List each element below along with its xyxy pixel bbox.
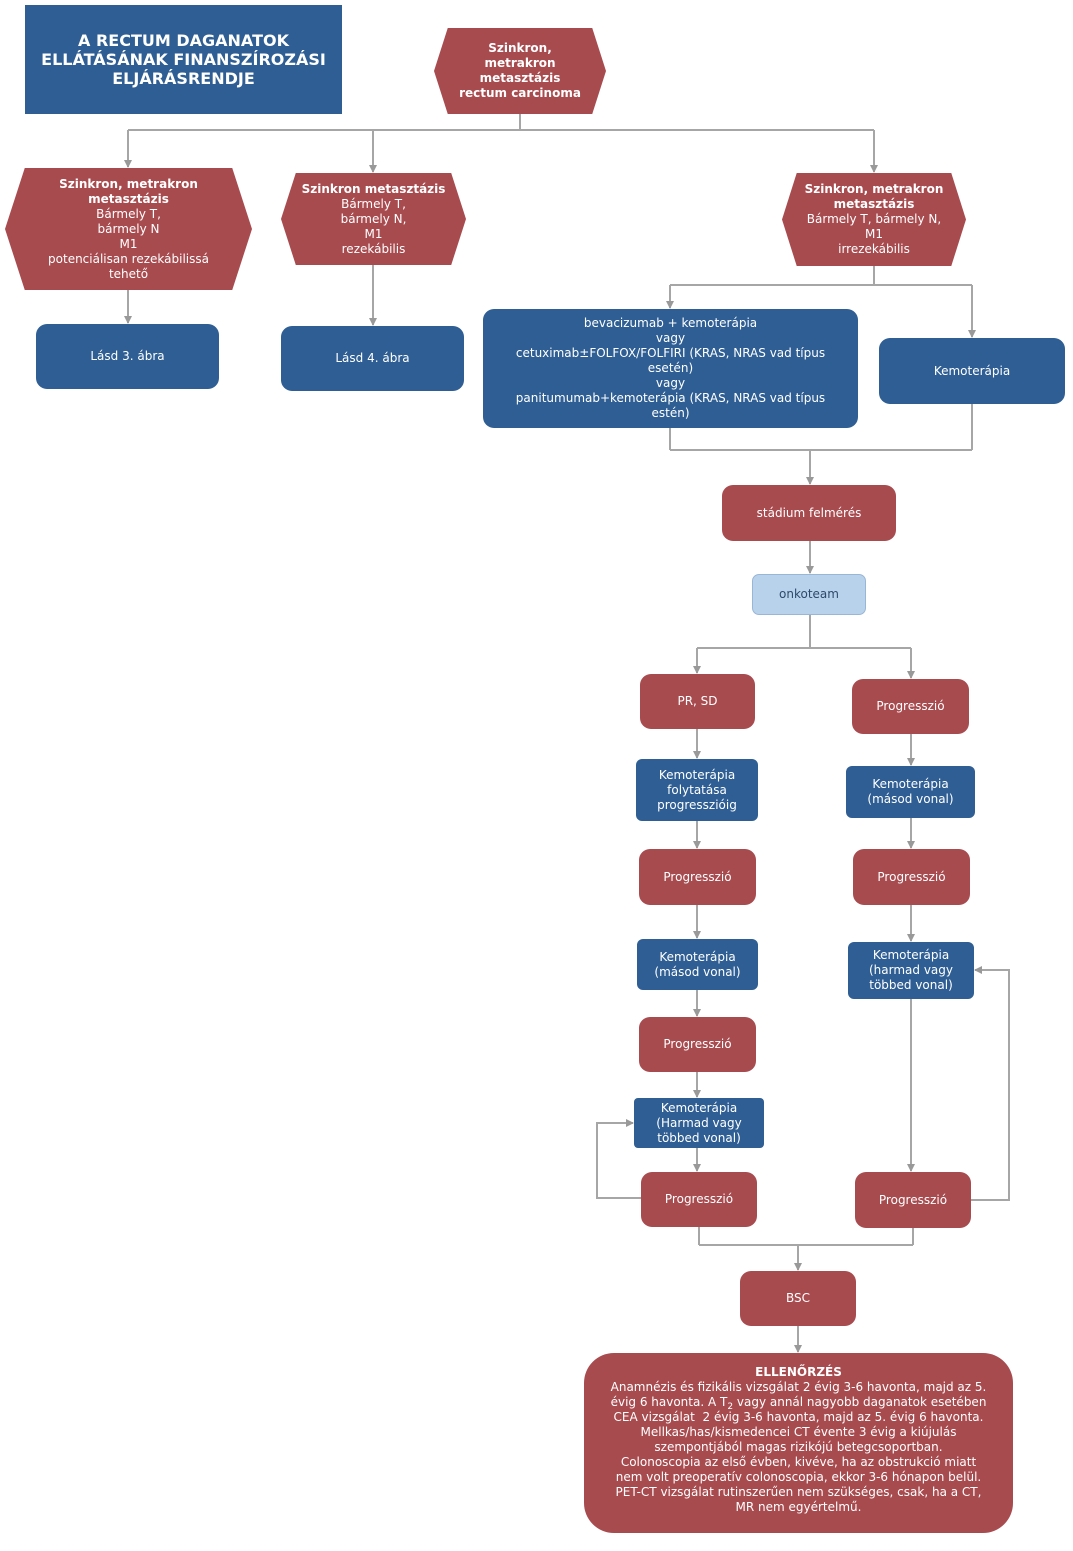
branch-left-line-1: Bármely T,: [96, 206, 161, 221]
left-chemo-third-line-1: Kemoterápia: [660, 1100, 738, 1115]
branch-right-heading-1: Szinkron, metrakron: [804, 182, 944, 196]
left-progression-2-node: Progresszió: [639, 1017, 756, 1072]
branch-middle-line-1: Bármely T,: [341, 196, 406, 211]
branch-left-heading-2: metasztázis: [88, 191, 169, 206]
right-progression-3-label: Progresszió: [878, 1192, 948, 1207]
root-line-4: rectum carcinoma: [459, 86, 581, 100]
left-progression-3-label: Progresszió: [664, 1192, 734, 1206]
followup-heading: ELLENŐRZÉS: [755, 1365, 842, 1379]
oncoteam-label: onkoteam: [779, 587, 839, 601]
right-chemo-third-line-2: (harmad vagy: [868, 963, 953, 977]
left-progression-3-node: Progresszió: [641, 1172, 757, 1227]
connector-right-loop: [971, 966, 1010, 1201]
right-chemo-third-line-1: Kemoterápia: [872, 948, 950, 962]
branch-right-node: Szinkron, metrakron metasztázis Bármely …: [782, 173, 966, 266]
right-progression-1-node: Progresszió: [852, 679, 969, 734]
oncoteam-node: onkoteam: [752, 574, 866, 615]
left-chemo-third-node: Kemoterápia (Harmad vagy többed vonal): [634, 1098, 764, 1148]
followup-line-5: szempontjából magas rizikójú betegcsopor…: [654, 1440, 943, 1454]
branch-middle-line-4: rezekábilis: [341, 241, 406, 256]
followup-line-2-subscript: 2: [727, 1402, 734, 1412]
targeted-therapy-line-4: esetén): [647, 361, 694, 375]
targeted-therapy-node: bevacizumab + kemoterápia vagy cetuximab…: [483, 309, 858, 428]
followup-line-1: Anamnézis és fizikális vizsgálat 2 évig …: [610, 1380, 987, 1394]
right-chemo-second-line-2: (másod vonal): [867, 792, 954, 806]
left-progression-1-label: Progresszió: [663, 869, 732, 884]
left-chemo-second-line-2: (másod vonal): [654, 964, 741, 979]
right-progression-2-label: Progresszió: [877, 869, 946, 884]
followup-node: ELLENŐRZÉS Anamnézis és fizikális vizsgá…: [584, 1353, 1013, 1533]
targeted-therapy-line-2: vagy: [655, 331, 686, 345]
see-figure-4-label: Lásd 4. ábra: [335, 351, 410, 365]
followup-line-9: MR nem egyértelmű.: [735, 1500, 862, 1514]
right-chemo-second-line-1: Kemoterápia: [872, 777, 949, 791]
right-chemo-second-node: Kemoterápia (másod vonal): [846, 766, 975, 818]
branch-middle-node: Szinkron metasztázis Bármely T, bármely …: [281, 173, 466, 265]
staging-node: stádium felmérés: [722, 485, 896, 541]
targeted-therapy-line-7: estén): [651, 406, 690, 420]
branch-right-line-1: Bármely T, bármely N,: [806, 212, 942, 226]
targeted-therapy-line-6: panitumumab+kemoterápia (KRAS, NRAS vad …: [515, 391, 826, 405]
right-chemo-third-line-3: többed vonal): [869, 978, 953, 992]
see-figure-3-label: Lásd 3. ábra: [90, 349, 165, 363]
left-chemo-continue-node: Kemoterápia folytatása progresszióig: [636, 759, 758, 821]
see-figure-4-node: Lásd 4. ábra: [281, 326, 464, 391]
right-chemo-third-node: Kemoterápia (harmad vagy többed vonal): [848, 942, 974, 999]
branch-left-line-2: bármely N: [97, 221, 160, 236]
right-progression-1-label: Progresszió: [876, 699, 945, 713]
branch-right-heading-2: metasztázis: [833, 197, 915, 211]
followup-line-2: évig 6 havonta. A T2 vagy annál nagyobb …: [584, 1395, 1013, 1412]
targeted-therapy-line-3: cetuximab±FOLFOX/FOLFIRI (KRAS, NRAS vad…: [515, 346, 826, 360]
title-line-2: ELLÁTÁSÁNAK FINANSZÍROZÁSI: [41, 50, 326, 69]
right-progression-2-node: Progresszió: [853, 849, 970, 905]
root-node: Szinkron, metrakron metasztázis rectum c…: [434, 28, 606, 114]
left-chemo-second-node: Kemoterápia (másod vonal): [637, 939, 758, 990]
staging-label: stádium felmérés: [756, 505, 862, 520]
followup-line-2a: évig 6 havonta. A T: [610, 1395, 728, 1409]
left-chemo-third-line-2: (Harmad vagy: [656, 1115, 742, 1130]
followup-line-6: Colonoscopia az első évben, kivéve, ha a…: [620, 1455, 977, 1469]
targeted-therapy-line-1: bevacizumab + kemoterápia: [583, 316, 758, 330]
followup-line-2b: vagy annál nagyobb daganatok esetében: [733, 1395, 987, 1409]
left-chemo-continue-line-2: folytatása: [667, 782, 727, 797]
followup-line-4: Mellkas/has/kismedencei CT évente 3 évig…: [640, 1425, 957, 1439]
followup-line-3: CEA vizsgálat 2 évig 3-6 havonta, majd a…: [613, 1410, 984, 1424]
bsc-label: BSC: [785, 1291, 811, 1305]
see-figure-3-node: Lásd 3. ábra: [36, 324, 219, 389]
root-line-1: Szinkron,: [488, 41, 552, 55]
title-line-3: ELJÁRÁSRENDJE: [112, 69, 255, 88]
title-line-1: A RECTUM DAGANATOK: [78, 31, 289, 50]
left-chemo-third-line-3: többed vonal): [657, 1130, 741, 1145]
branch-left-line-5: tehető: [108, 266, 149, 281]
branch-left-line-4: potenciálisan rezekábilissá: [48, 251, 209, 266]
chemotherapy-label: Kemoterápia: [933, 363, 1011, 378]
chemotherapy-node: Kemoterápia: [879, 338, 1065, 404]
right-progression-3-node: Progresszió: [855, 1172, 971, 1228]
left-chemo-continue-line-1: Kemoterápia: [658, 767, 736, 782]
followup-line-8: PET-CT vizsgálat rutinszerűen nem szüksé…: [615, 1485, 982, 1499]
branch-right-line-3: irrezekábilis: [838, 242, 910, 256]
connector-left-loop: [596, 1119, 641, 1199]
branch-middle-line-2: bármely N,: [340, 211, 407, 226]
pr-sd-node: PR, SD: [640, 674, 755, 729]
pr-sd-label: PR, SD: [677, 694, 718, 708]
diagram-title: A RECTUM DAGANATOK ELLÁTÁSÁNAK FINANSZÍR…: [25, 5, 342, 114]
bsc-node: BSC: [740, 1271, 856, 1326]
branch-middle-heading: Szinkron metasztázis: [301, 181, 446, 196]
left-progression-1-node: Progresszió: [639, 849, 756, 905]
followup-line-7: nem volt preoperatív colonoscopia, ekkor…: [615, 1470, 982, 1484]
branch-right-line-2: M1: [865, 227, 883, 241]
targeted-therapy-line-5: vagy: [655, 376, 686, 390]
left-chemo-second-line-1: Kemoterápia: [659, 949, 736, 964]
branch-left-line-3: M1: [119, 236, 138, 251]
left-progression-2-label: Progresszió: [663, 1037, 732, 1051]
root-line-2: metrakron: [484, 56, 556, 70]
branch-left-heading-1: Szinkron, metrakron: [59, 176, 198, 191]
left-chemo-continue-line-3: progresszióig: [657, 797, 737, 812]
root-line-3: metasztázis: [479, 71, 561, 85]
branch-left-node: Szinkron, metrakron metasztázis Bármely …: [5, 168, 252, 290]
branch-middle-line-3: M1: [364, 226, 383, 241]
